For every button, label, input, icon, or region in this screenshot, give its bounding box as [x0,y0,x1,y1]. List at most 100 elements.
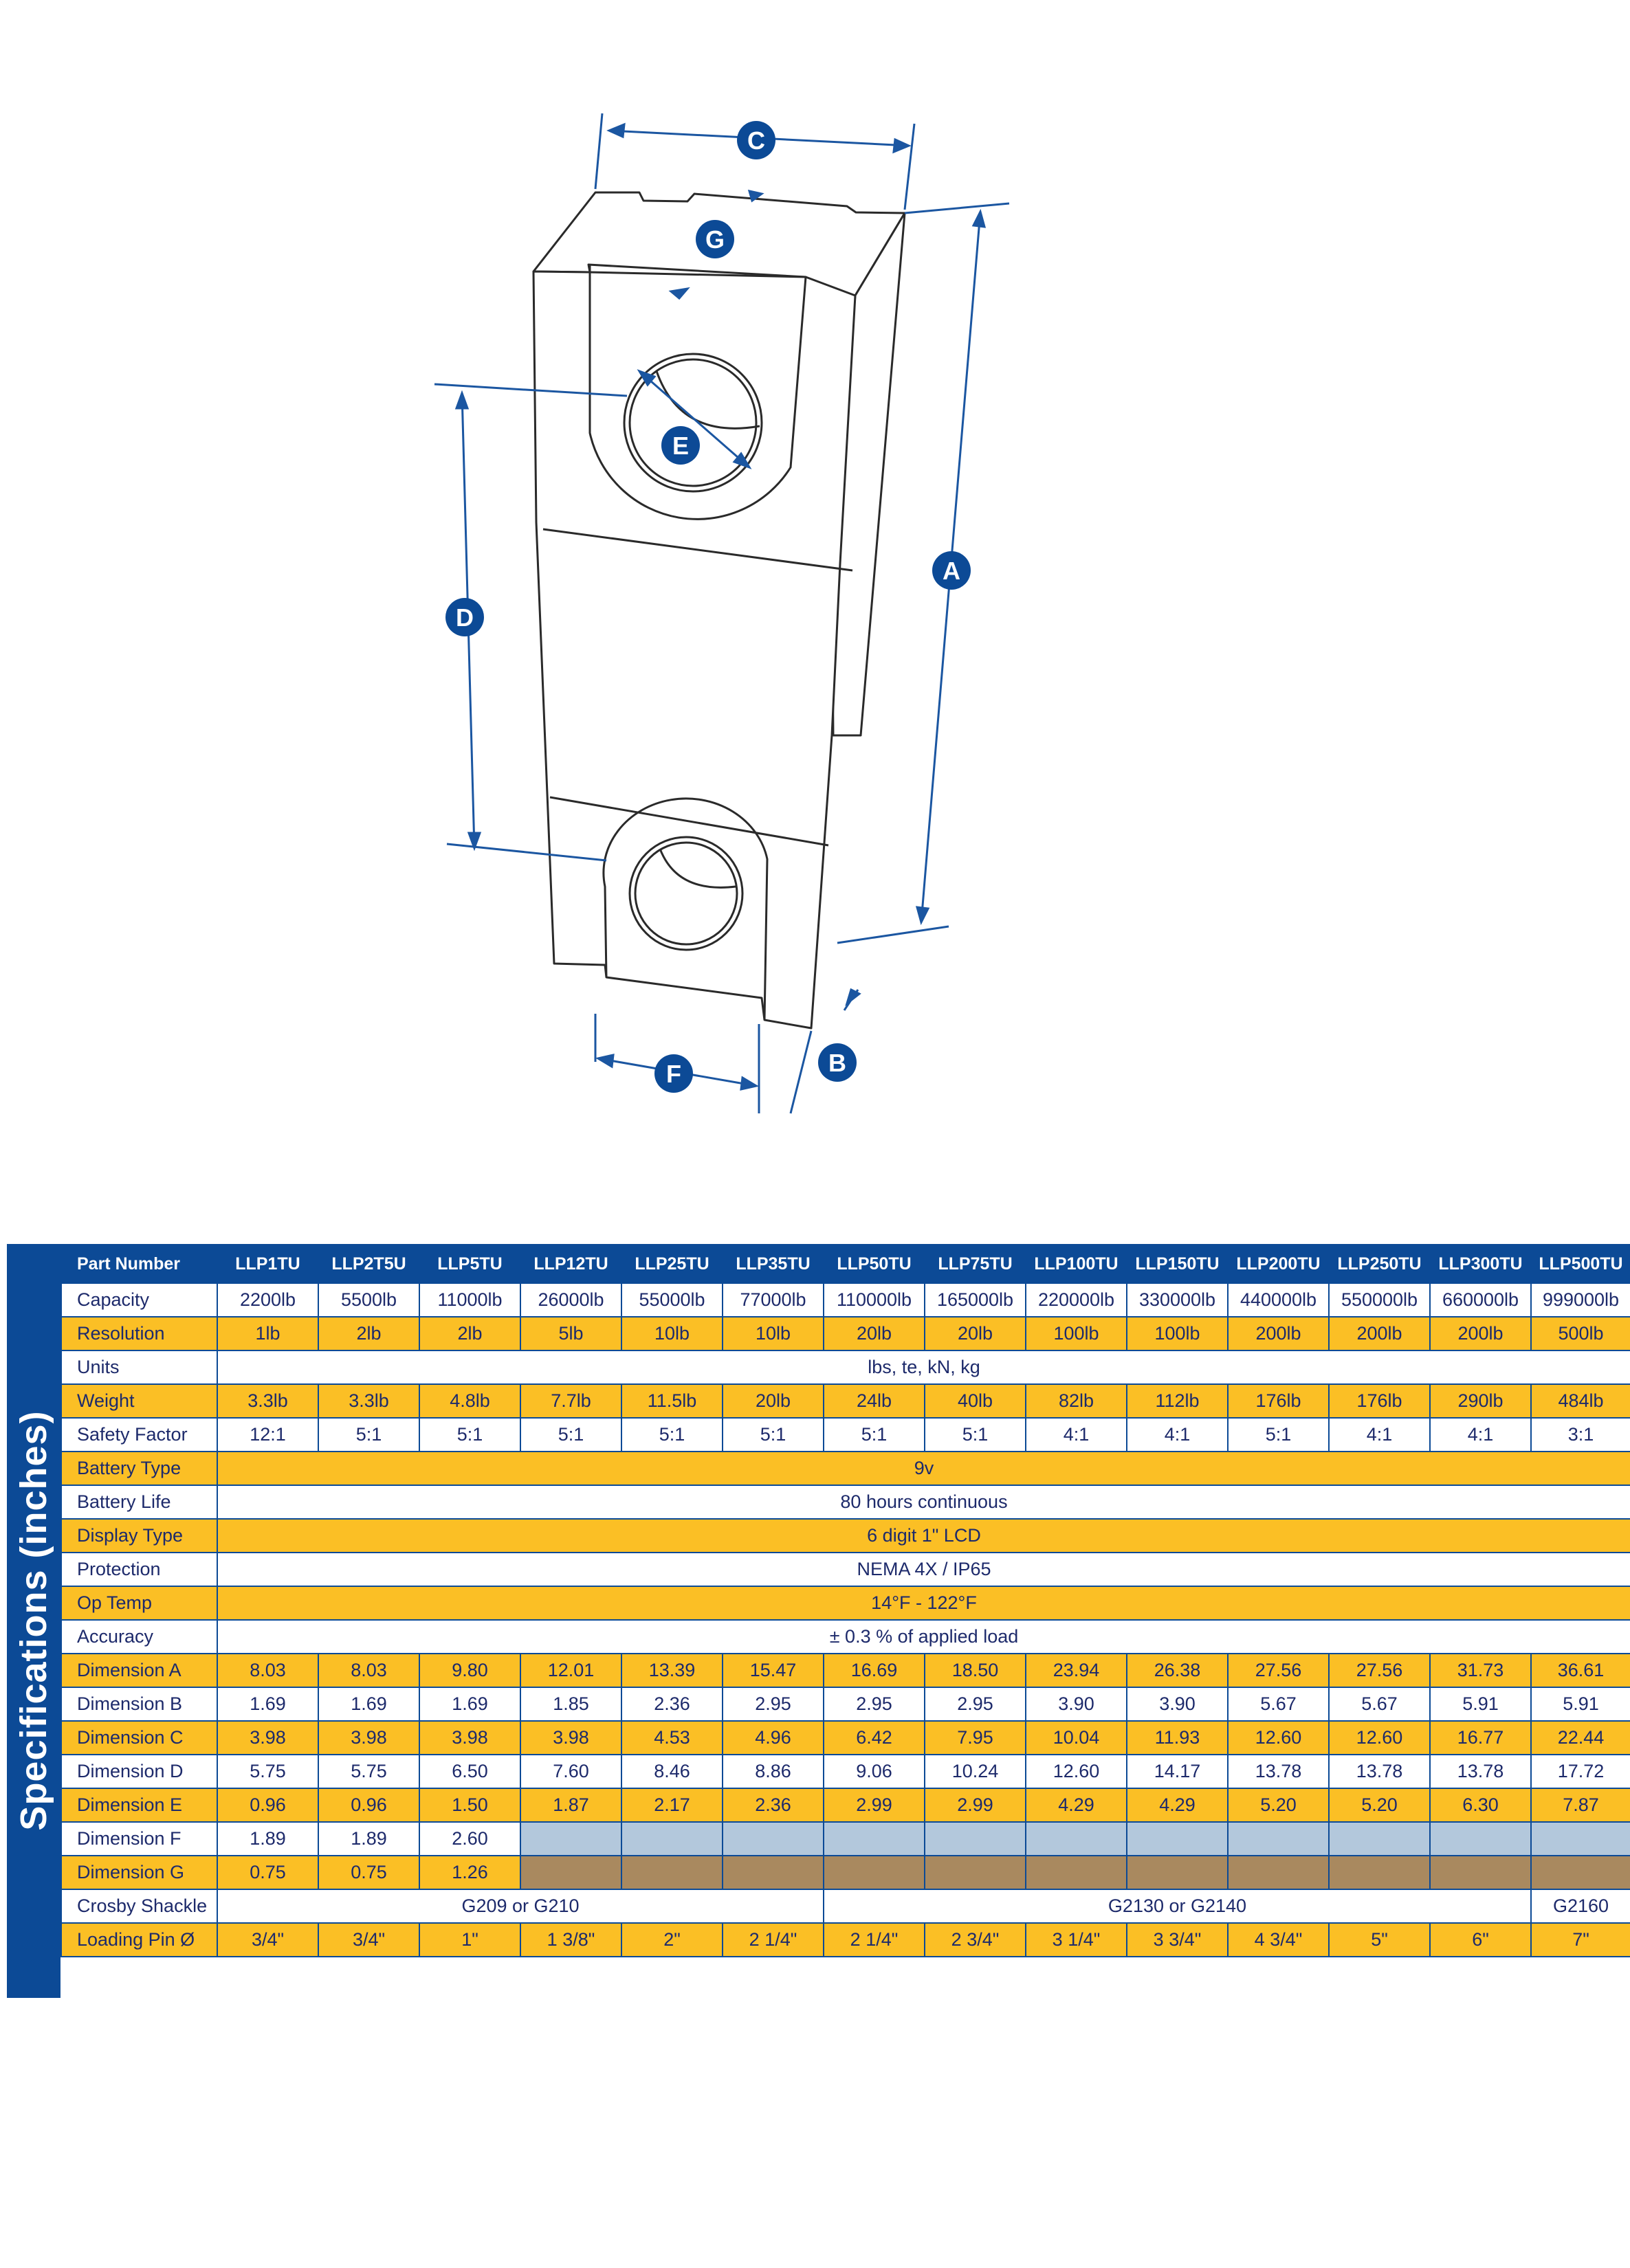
value-cell: 440000lb [1227,1282,1330,1318]
svg-text:G: G [705,225,725,254]
value-cell: 5lb [520,1316,622,1351]
value-cell: 77000lb [722,1282,824,1318]
value-cell: 2.95 [924,1687,1026,1722]
value-cell: 5.67 [1227,1687,1330,1722]
value-cell: 5.67 [1328,1687,1431,1722]
value-cell: 330000lb [1126,1282,1229,1318]
value-cell: 2lb [318,1316,420,1351]
value-cell: 2.36 [621,1687,723,1722]
value-cell: 3.3lb [217,1383,319,1419]
value-cell: 6.42 [823,1720,925,1755]
model-header: LLP500TU [1530,1244,1630,1284]
value-cell: 5.20 [1227,1788,1330,1823]
row-label: Dimension D [60,1754,218,1789]
model-header: LLP1TU [217,1244,319,1284]
value-cell: 26000lb [520,1282,622,1318]
value-cell: 1.87 [520,1788,622,1823]
value-cell: 5:1 [1227,1417,1330,1452]
value-cell: 4.96 [722,1720,824,1755]
table-row: Accuracy± 0.3 % of applied load [60,1619,1630,1654]
value-cell: 12.01 [520,1653,622,1688]
svg-text:D: D [456,603,474,632]
not-applicable-cell [1328,1855,1431,1890]
value-cell: 2.36 [722,1788,824,1823]
value-cell: 82lb [1025,1383,1127,1419]
value-cell: 22.44 [1530,1720,1630,1755]
value-cell: 12.60 [1227,1720,1330,1755]
not-applicable-cell [1227,1855,1330,1890]
value-cell: 3.90 [1126,1687,1229,1722]
value-cell: 3.3lb [318,1383,420,1419]
row-label: Dimension G [60,1855,218,1890]
value-cell: 8.46 [621,1754,723,1789]
value-cell: 3.98 [217,1720,319,1755]
specifications-title: Specifications (inches) [13,1410,54,1831]
callout-g: G [696,220,734,258]
not-applicable-cell [1328,1821,1431,1856]
value-cell: 220000lb [1025,1282,1127,1318]
value-cell: 24lb [823,1383,925,1419]
model-header: LLP100TU [1025,1244,1127,1284]
not-applicable-cell [823,1821,925,1856]
row-label: Dimension C [60,1720,218,1755]
model-header: LLP12TU [520,1244,622,1284]
bottom-slot [602,797,769,1021]
row-label: Weight [60,1383,218,1419]
value-cell: 3 3/4" [1126,1922,1229,1957]
value-cell: 5.20 [1328,1788,1431,1823]
value-cell: 5:1 [823,1417,925,1452]
value-cell: 10lb [621,1316,723,1351]
svg-text:C: C [747,126,765,155]
value-cell: 2.95 [722,1687,824,1722]
callout-d: D [445,598,484,636]
value-cell: 112lb [1126,1383,1229,1419]
value-cell: 23.94 [1025,1653,1127,1688]
model-header: LLP50TU [823,1244,925,1284]
callout-c: C [737,121,775,159]
spanning-cell: lbs, te, kN, kg [217,1350,1630,1385]
value-cell: 100lb [1126,1316,1229,1351]
value-cell: 17.72 [1530,1754,1630,1789]
value-cell: 13.39 [621,1653,723,1688]
value-cell: 3.98 [520,1720,622,1755]
value-cell: 0.96 [318,1788,420,1823]
spanning-cell: 80 hours continuous [217,1485,1630,1520]
value-cell: 5:1 [722,1417,824,1452]
top-slot [588,265,807,520]
row-label: Battery Type [60,1451,218,1486]
value-cell: 6.30 [1429,1788,1532,1823]
not-applicable-cell [924,1821,1026,1856]
value-cell: 200lb [1429,1316,1532,1351]
callout-b: B [818,1043,857,1082]
value-cell: 5.91 [1429,1687,1532,1722]
value-cell: 11.5lb [621,1383,723,1419]
not-applicable-cell [1025,1855,1127,1890]
value-cell: 4.29 [1025,1788,1127,1823]
callout-e: E [661,426,700,465]
not-applicable-cell [1227,1821,1330,1856]
spanning-cell: 6 digit 1" LCD [217,1518,1630,1553]
value-cell: 0.96 [217,1788,319,1823]
value-cell: 27.56 [1328,1653,1431,1688]
value-cell: 100lb [1025,1316,1127,1351]
model-header: LLP75TU [924,1244,1026,1284]
model-header: LLP200TU [1227,1244,1330,1284]
not-applicable-cell [621,1855,723,1890]
value-cell: 660000lb [1429,1282,1532,1318]
row-label: Capacity [60,1282,218,1318]
row-label: Protection [60,1552,218,1587]
value-cell: 13.78 [1429,1754,1532,1789]
not-applicable-cell [1530,1855,1630,1890]
model-header: LLP35TU [722,1244,824,1284]
value-cell: 0.75 [318,1855,420,1890]
value-cell: 2" [621,1922,723,1957]
value-cell: 11000lb [419,1282,521,1318]
